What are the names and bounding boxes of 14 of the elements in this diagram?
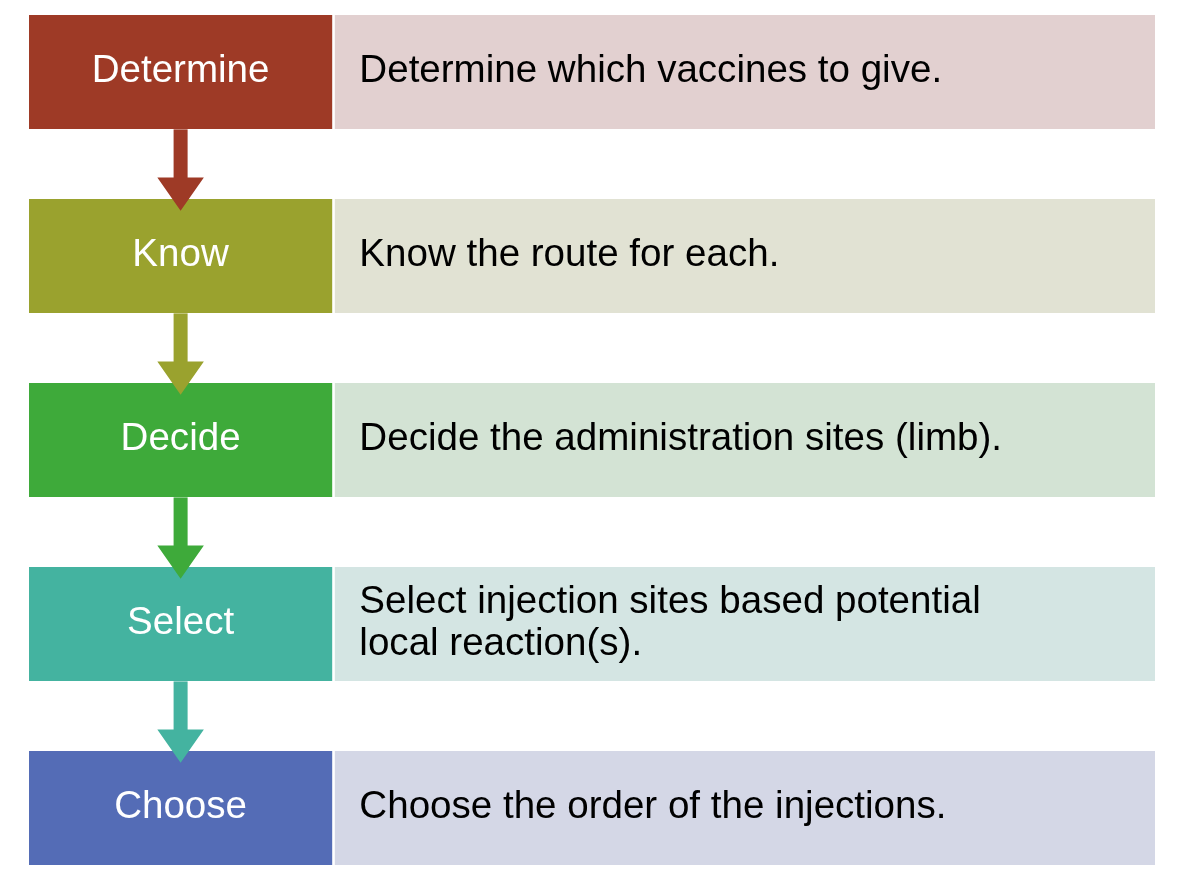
arrow: [156, 497, 204, 579]
node-box: Know: [28, 199, 332, 313]
node-box: Decide: [28, 383, 332, 497]
arrow: [156, 129, 204, 211]
node-box: Select injection sites based potential local reaction(s).: [334, 567, 1155, 681]
node-box: Choose: [28, 751, 332, 865]
arrow: [156, 681, 204, 763]
node-box: Choose the order of the injections.: [334, 751, 1155, 865]
node-box: Select: [28, 567, 332, 681]
node-box: Determine which vaccines to give.: [334, 15, 1155, 129]
node-box: Know the route for each.: [334, 199, 1155, 313]
node-box: Determine: [28, 15, 332, 129]
node-box: Decide the administration sites (limb).: [334, 383, 1155, 497]
arrow: [156, 313, 204, 395]
